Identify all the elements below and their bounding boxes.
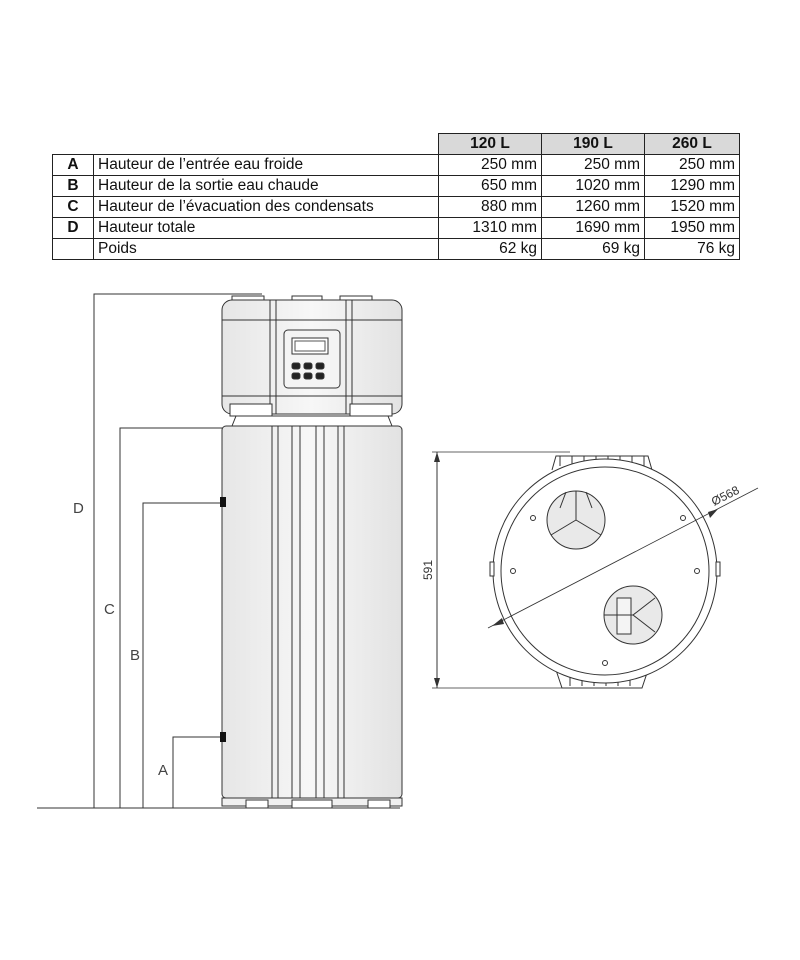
- row-value: 880 mm: [438, 196, 542, 218]
- row-value: 650 mm: [438, 175, 542, 197]
- row-value: 62 kg: [438, 238, 542, 260]
- water-tank-body: [221, 415, 403, 809]
- row-value: 250 mm: [438, 154, 542, 176]
- screw-icon: [530, 515, 536, 521]
- dim-line-c: [119, 427, 262, 808]
- screw-icon: [694, 568, 700, 574]
- dim-line-b: [142, 502, 220, 808]
- screw-icon: [602, 660, 608, 666]
- unit-outline-outer: [492, 458, 718, 684]
- control-button-icon: [315, 362, 325, 370]
- control-button-icon: [303, 372, 313, 380]
- control-button-icon: [315, 372, 325, 380]
- column-header-190l: 190 L: [541, 133, 645, 155]
- control-button-icon: [303, 362, 313, 370]
- cold-water-inlet-marker: [220, 732, 226, 742]
- control-button-icon: [291, 372, 301, 380]
- row-label: Hauteur de l’évacuation des condensats: [93, 196, 439, 218]
- dim-label-b: B: [130, 647, 140, 664]
- row-value: 69 kg: [541, 238, 645, 260]
- column-header-260l: 260 L: [644, 133, 740, 155]
- dim-label-a: A: [158, 762, 168, 779]
- dim-line-a: [172, 736, 220, 808]
- air-duct-outlet: [603, 585, 663, 645]
- screw-icon: [510, 568, 516, 574]
- control-panel: [283, 329, 341, 389]
- table-row: Poids 62 kg 69 kg 76 kg: [52, 238, 740, 260]
- row-value: 250 mm: [644, 154, 740, 176]
- row-value: 1520 mm: [644, 196, 740, 218]
- table-header-row: 120 L 190 L 260 L: [53, 133, 740, 155]
- unit-outline-inner: [500, 466, 710, 676]
- air-duct-inlet: [546, 490, 606, 550]
- screw-icon: [680, 515, 686, 521]
- top-view: [432, 451, 759, 689]
- table-row: B Hauteur de la sortie eau chaude 650 mm…: [52, 175, 740, 197]
- table-row: A Hauteur de l’entrée eau froide 250 mm …: [52, 154, 740, 176]
- control-button-icon: [291, 362, 301, 370]
- dim-label-d: D: [73, 500, 84, 517]
- table-row: C Hauteur de l’évacuation des condensats…: [52, 196, 740, 218]
- column-header-120l: 120 L: [438, 133, 542, 155]
- side-view: [37, 293, 403, 809]
- row-value: 1020 mm: [541, 175, 645, 197]
- dimensions-table: 120 L 190 L 260 L A Hauteur de l’entrée …: [52, 133, 740, 260]
- row-value: 1260 mm: [541, 196, 645, 218]
- dim-label-c: C: [104, 601, 115, 618]
- row-value: 76 kg: [644, 238, 740, 260]
- row-value: 1310 mm: [438, 217, 542, 239]
- dim-line-d: [93, 293, 262, 808]
- hot-water-outlet-marker: [220, 497, 226, 507]
- row-label: Poids: [93, 238, 439, 260]
- top-view-height-label: 591: [421, 560, 435, 580]
